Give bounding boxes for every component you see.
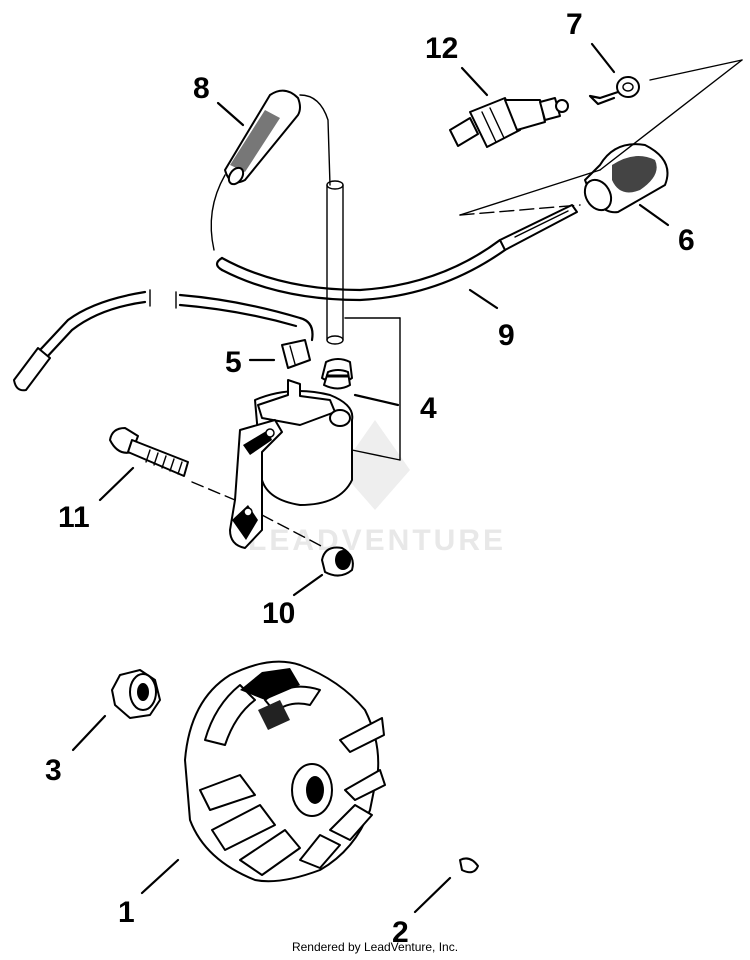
callout-11: 11 <box>58 501 90 534</box>
mounting-screw[interactable] <box>109 427 236 501</box>
ground-wire <box>210 94 344 345</box>
callout-12: 12 <box>425 32 458 65</box>
callout-10: 10 <box>262 597 295 630</box>
callout-numbers: 12 7 8 6 9 5 4 11 10 3 1 2 <box>45 8 695 949</box>
watermark: LEADVENTURE <box>248 420 506 557</box>
callout-7: 7 <box>566 8 583 41</box>
footer-credit: Rendered by LeadVenture, Inc. <box>291 940 459 954</box>
ignition-lead-wire[interactable] <box>215 204 578 302</box>
flywheel[interactable] <box>184 660 386 883</box>
part-4-bracket <box>344 317 401 461</box>
terminal-connector[interactable] <box>281 339 311 369</box>
callout-8: 8 <box>193 72 210 105</box>
spark-plug-boot[interactable] <box>580 143 669 215</box>
assembly-guide-lines <box>459 59 743 216</box>
callout-9: 9 <box>498 319 515 352</box>
callout-1: 1 <box>118 896 135 929</box>
callout-4: 4 <box>420 392 437 425</box>
callout-6: 6 <box>678 224 695 257</box>
callout-5: 5 <box>225 346 242 379</box>
woodruff-key[interactable] <box>459 857 479 874</box>
spacer-washer[interactable] <box>261 514 354 577</box>
flywheel-nut[interactable] <box>111 669 161 719</box>
leader-lines <box>71 42 670 914</box>
ignition-module[interactable] <box>229 379 354 549</box>
callout-2: 2 <box>392 916 409 949</box>
ignition-cap[interactable] <box>321 358 353 390</box>
watermark-text: LEADVENTURE <box>248 524 506 557</box>
callout-3: 3 <box>45 754 62 787</box>
spring-clip[interactable] <box>588 76 640 106</box>
stop-switch-wire <box>13 289 314 392</box>
spark-plug[interactable] <box>449 97 569 148</box>
rubber-sleeve[interactable] <box>224 89 301 187</box>
